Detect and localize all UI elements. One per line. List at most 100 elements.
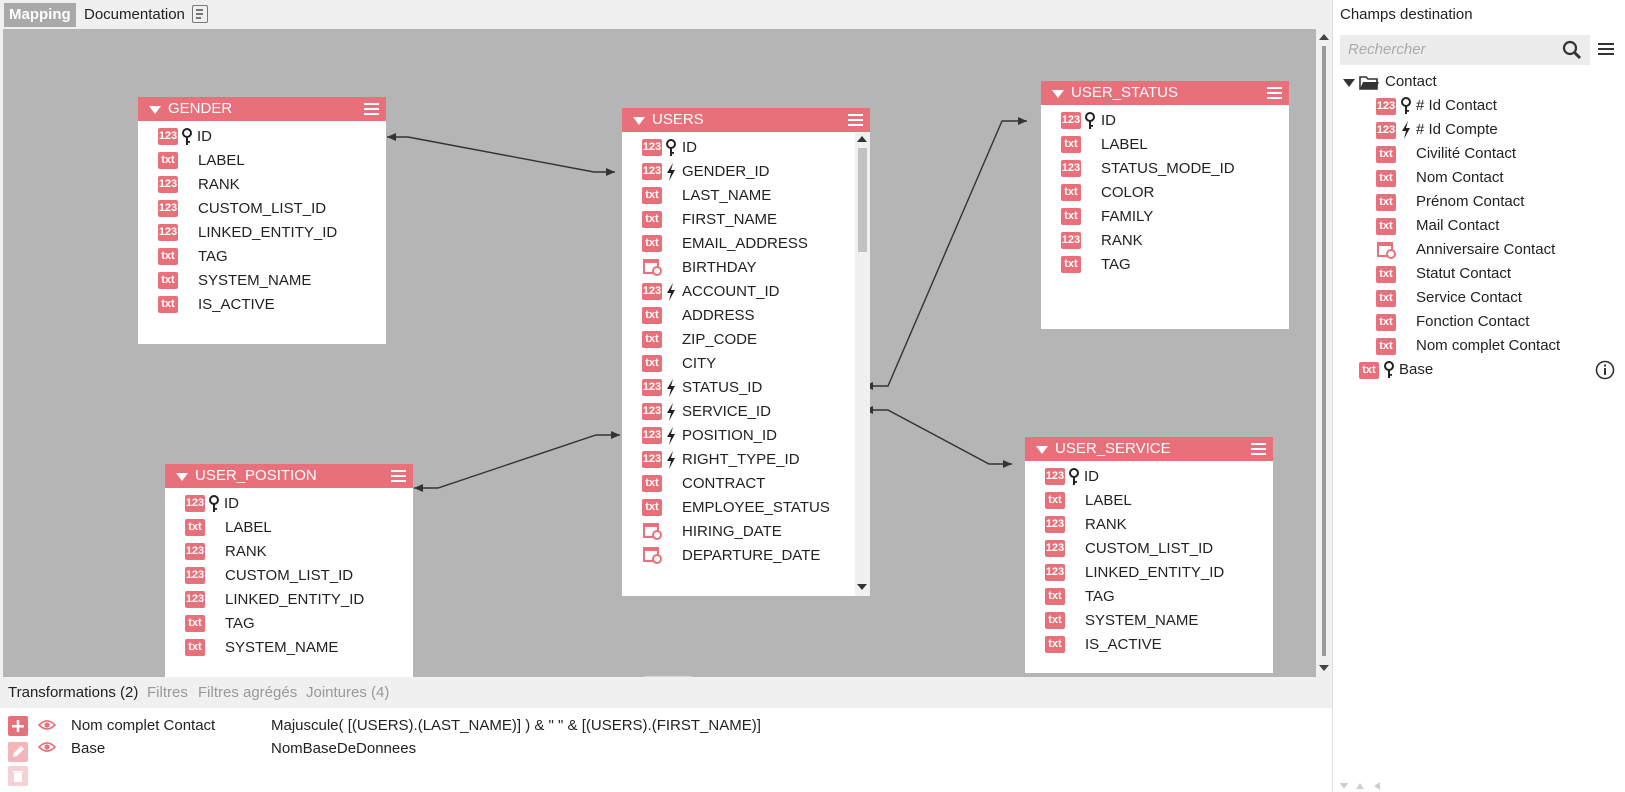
tab-filtres[interactable]: Filtres [147,684,188,701]
visibility-eye-icon[interactable] [38,719,56,731]
tree-nav-icons[interactable] [1338,781,1388,792]
search-icon[interactable] [1562,40,1582,60]
menu-icon[interactable] [1251,443,1266,456]
edit-button[interactable] [8,742,28,762]
table-header[interactable]: GENDER [138,97,386,121]
menu-icon[interactable] [848,114,863,127]
search-input[interactable]: Rechercher [1340,35,1590,65]
document-icon[interactable] [192,5,208,23]
collapse-icon[interactable] [1036,446,1048,454]
tree-item[interactable]: 123# Id Compte [1376,119,1606,141]
field-row[interactable]: HIRING_DATE [622,520,852,544]
table-header[interactable]: USERS [622,108,870,132]
table-scrollbar[interactable] [855,132,870,596]
tab-mapping[interactable]: Mapping [4,3,76,27]
tab-documentation[interactable]: Documentation [84,6,185,23]
transformation-name[interactable]: Nom complet Contact [71,717,216,734]
collapse-icon[interactable] [176,473,188,481]
collapse-icon[interactable] [633,117,645,125]
collapse-icon[interactable] [1052,90,1064,98]
expand-icon[interactable] [1343,79,1355,87]
delete-button[interactable] [8,766,28,786]
table-header[interactable]: USER_STATUS [1041,81,1289,105]
menu-icon[interactable] [1267,87,1282,100]
tree-item[interactable]: Anniversaire Contact [1376,239,1606,261]
canvas-scrollbar[interactable] [1316,29,1332,677]
table-header[interactable]: USER_POSITION [165,464,413,488]
field-row[interactable]: BIRTHDAY [622,256,852,280]
transformation-name[interactable]: Base [71,740,106,757]
tab-jointures[interactable]: Jointures (4) [306,684,390,701]
field-row[interactable]: DEPARTURE_DATE [622,544,852,568]
menu-icon[interactable] [364,103,379,116]
info-icon[interactable] [1595,360,1615,380]
add-button[interactable] [8,716,28,736]
collapse-icon[interactable] [149,106,161,114]
transformation-formula[interactable]: NomBaseDeDonnees [271,740,417,757]
table-header[interactable]: USER_SERVICE [1025,437,1273,461]
menu-icon[interactable] [391,470,406,483]
tree-item[interactable]: 123# Id Contact [1376,95,1606,117]
menu-icon[interactable] [1598,42,1614,56]
tab-filtres-agreges[interactable]: Filtres agrégés [198,684,298,701]
transformation-formula[interactable]: Majuscule( [(USERS).(LAST_NAME)] ) & " "… [271,717,761,734]
tab-transformations[interactable]: Transformations (2) [8,684,139,701]
